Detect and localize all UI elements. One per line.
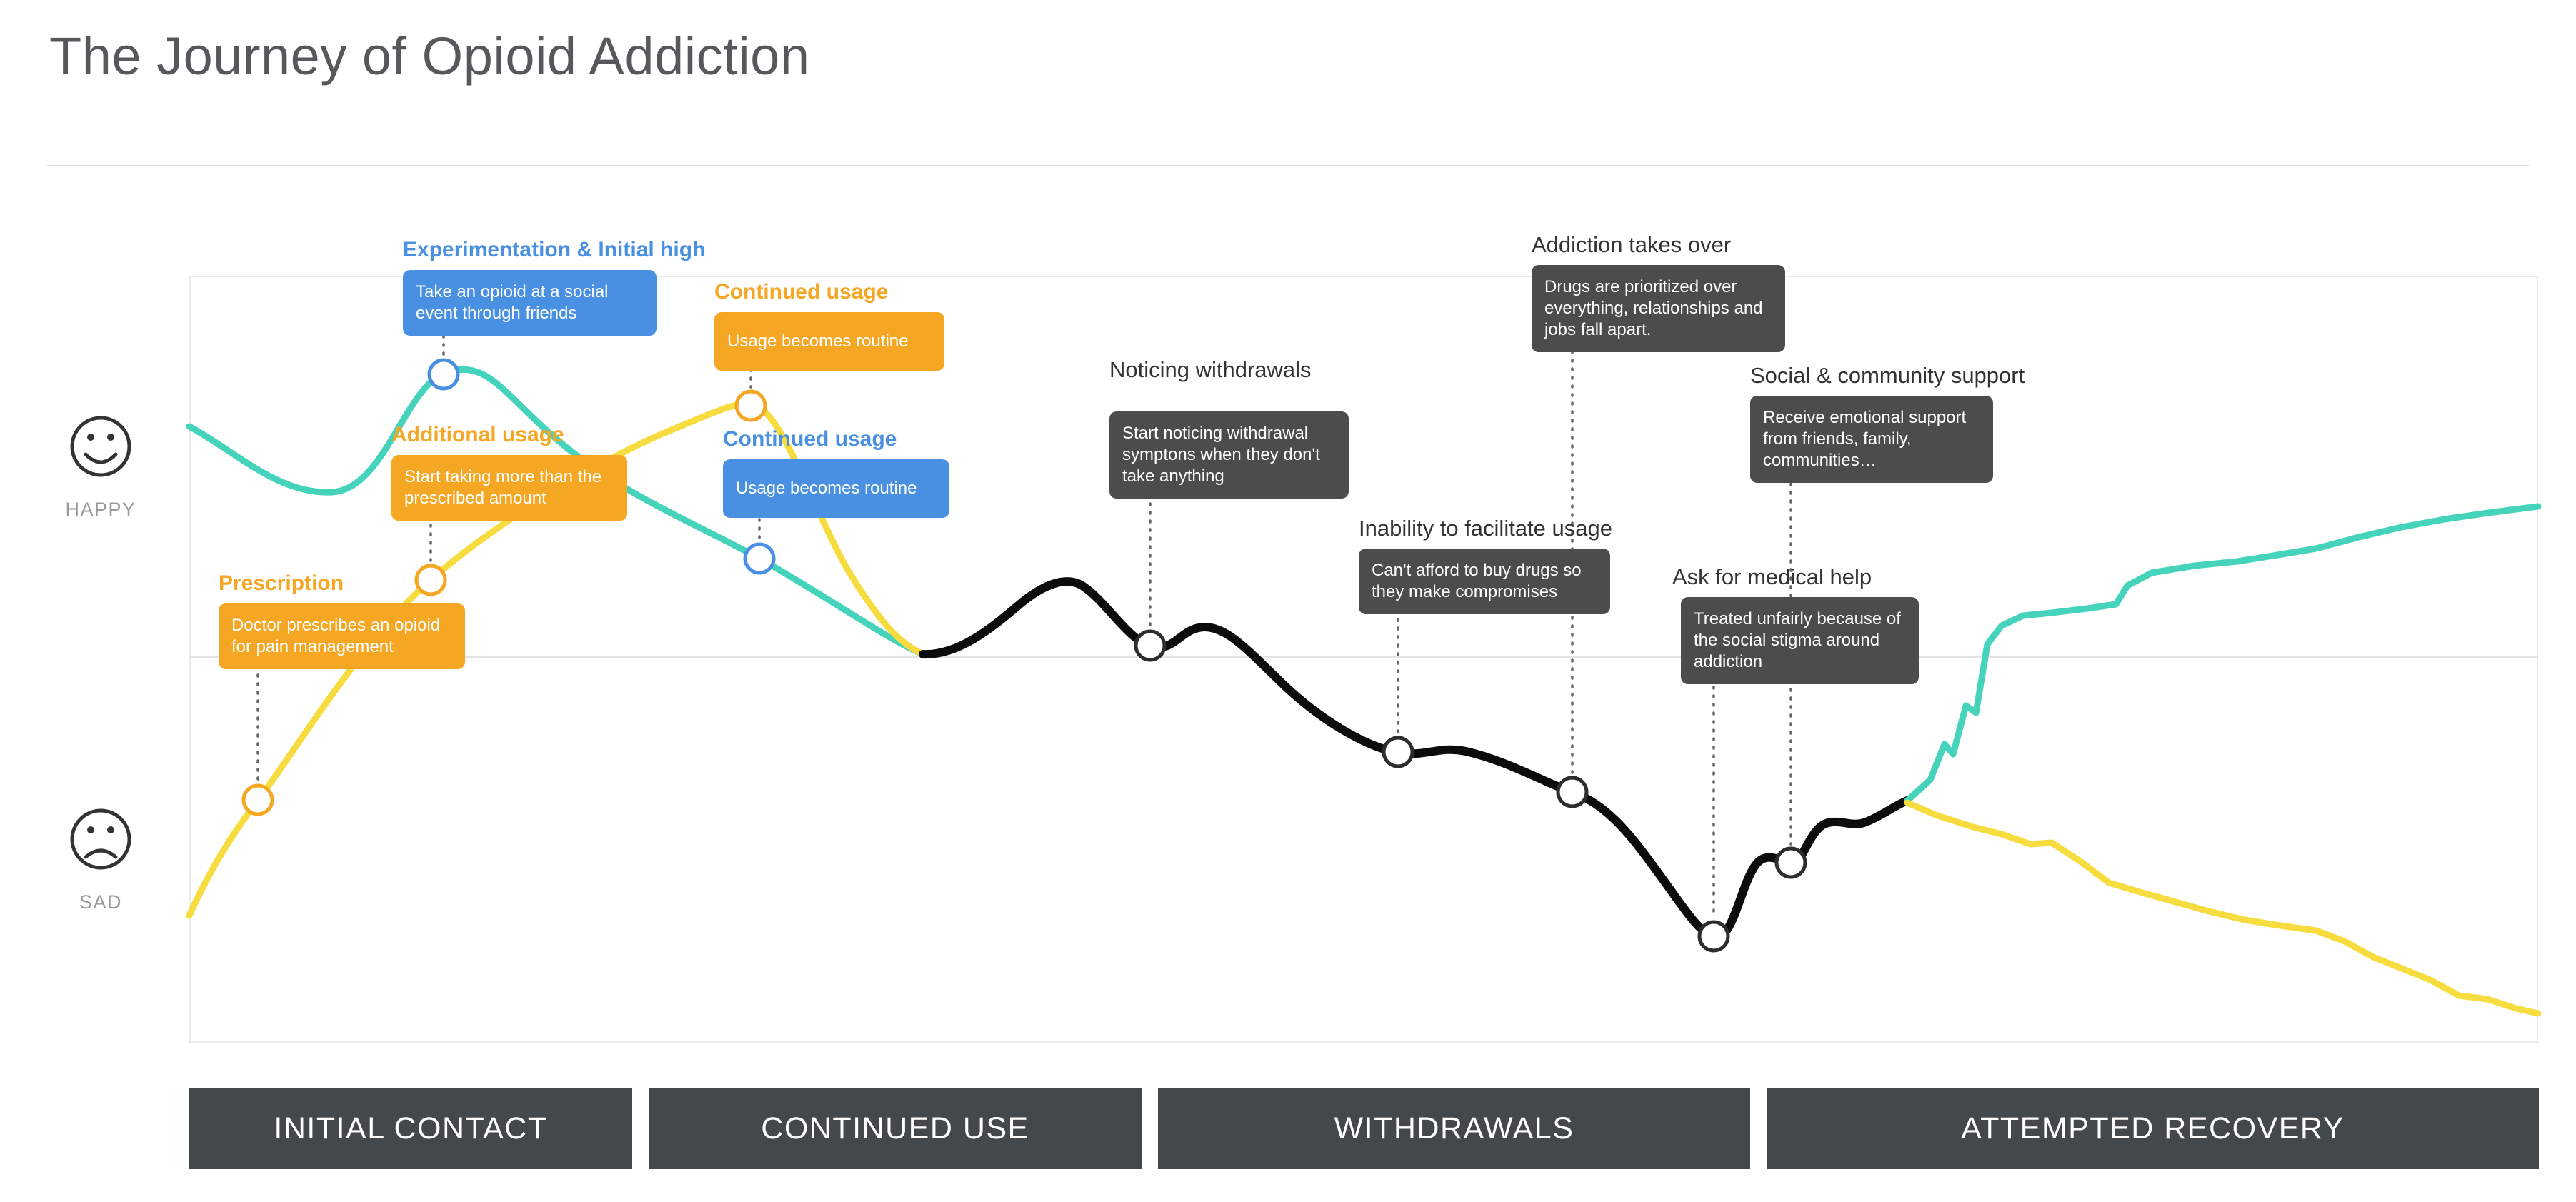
annotation-experimentation: Experimentation & Initial high Take an o… xyxy=(403,238,706,336)
stage-initial-contact: INITIAL CONTACT xyxy=(189,1088,632,1169)
annotation-continued-usage-blue: Continued usage Usage becomes routine xyxy=(723,427,949,518)
annotation-title: Experimentation & Initial high xyxy=(403,238,706,261)
annotation-body: Start noticing withdrawal symptons when … xyxy=(1109,411,1349,499)
annotation-social-support: Social & community support Receive emoti… xyxy=(1750,363,2025,483)
chart-frame xyxy=(189,276,2538,1043)
sad-axis-label: SAD xyxy=(79,891,123,913)
annotation-body: Usage becomes routine xyxy=(723,459,949,518)
annotation-title: Prescription xyxy=(219,571,344,595)
annotation-body: Take an opioid at a social event through… xyxy=(403,269,657,336)
neutral-axis-line xyxy=(189,656,2538,658)
annotation-addiction-takes-over: Addiction takes over Drugs are prioritiz… xyxy=(1532,232,1785,352)
stage-continued-use: CONTINUED USE xyxy=(649,1088,1142,1169)
annotation-title: Continued usage xyxy=(723,427,897,451)
title-divider xyxy=(47,165,2529,166)
annotation-title: Additional usage xyxy=(391,423,564,446)
annotation-continued-usage-orange: Continued usage Usage becomes routine xyxy=(714,280,944,371)
happy-face-icon xyxy=(70,416,131,477)
annotation-title: Social & community support xyxy=(1750,363,2025,388)
annotation-title: Continued usage xyxy=(714,280,889,304)
annotation-prescription: Prescription Doctor prescribes an opioid… xyxy=(219,571,465,669)
annotation-additional-usage: Additional usage Start taking more than … xyxy=(391,423,627,521)
annotation-body: Drugs are prioritized over everything, r… xyxy=(1532,264,1785,352)
annotation-title: Inability to facilitate usage xyxy=(1359,516,1612,541)
annotation-body: Usage becomes routine xyxy=(714,311,944,371)
annotation-title: Noticing withdrawals xyxy=(1109,357,1312,382)
annotation-title: Addiction takes over xyxy=(1532,232,1732,257)
annotation-body: Doctor prescribes an opioid for pain man… xyxy=(219,603,465,669)
annotation-body: Treated unfairly because of the social s… xyxy=(1681,596,1919,684)
annotation-ask-medical-help: Ask for medical help Treated unfairly be… xyxy=(1672,564,1919,684)
stage-attempted-recovery: ATTEMPTED RECOVERY xyxy=(1767,1088,2539,1169)
annotation-inability: Inability to facilitate usage Can't affo… xyxy=(1359,516,1612,614)
annotation-title: Ask for medical help xyxy=(1672,564,1872,589)
sad-face-icon xyxy=(70,808,131,870)
annotation-body: Start taking more than the prescribed am… xyxy=(391,454,627,521)
annotation-body: Can't afford to buy drugs so they make c… xyxy=(1359,548,1610,614)
stage-withdrawals: WITHDRAWALS xyxy=(1158,1088,1750,1169)
annotation-noticing-withdrawals: Noticing withdrawals Start noticing with… xyxy=(1109,357,1349,499)
annotation-body: Receive emotional support from friends, … xyxy=(1750,395,1993,483)
stage-bars: INITIAL CONTACT CONTINUED USE WITHDRAWAL… xyxy=(189,1088,2539,1169)
page-title: The Journey of Opioid Addiction xyxy=(49,26,810,86)
happy-axis-label: HAPPY xyxy=(65,499,136,520)
